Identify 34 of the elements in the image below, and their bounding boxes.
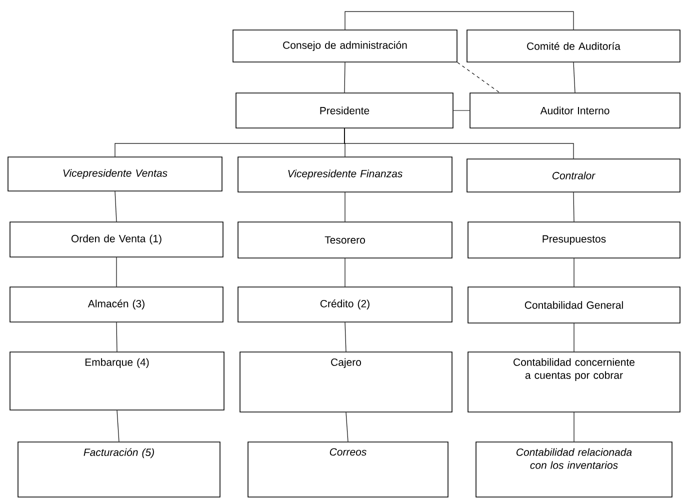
org-box: Almacén (3) xyxy=(10,286,224,322)
connector-line xyxy=(344,11,574,30)
org-box: Contabilidad relacionada con los inventarios xyxy=(476,442,672,498)
connector-line xyxy=(116,322,118,352)
connector-line xyxy=(344,128,574,159)
connector-line xyxy=(114,191,117,222)
dashed-line xyxy=(457,62,500,93)
connector-line xyxy=(116,257,117,287)
org-box: Contabilidad concerniente a cuentas por cobrar xyxy=(468,352,680,412)
org-box: Presidente xyxy=(236,92,454,128)
connector-line xyxy=(453,110,470,111)
connector-line xyxy=(344,322,346,352)
org-box: Cajero xyxy=(240,352,452,412)
connector-line xyxy=(344,192,346,222)
org-box: Vicepresidente Finanzas xyxy=(238,156,452,192)
org-box: Contabilidad General xyxy=(468,286,680,324)
org-box: Presupuestos xyxy=(468,222,680,258)
connector-line xyxy=(573,62,576,93)
connector-line xyxy=(573,192,574,222)
org-box: Orden de Venta (1) xyxy=(10,222,224,258)
org-box: Comité de Auditoría xyxy=(466,30,680,62)
org-box: Consejo de administración xyxy=(232,30,458,62)
org-box: Auditor Interno xyxy=(470,92,680,128)
connector-line xyxy=(116,410,120,442)
connector-line xyxy=(344,62,346,93)
org-box: Contralor xyxy=(466,158,680,192)
org-box: Crédito (2) xyxy=(238,286,452,322)
connector-line xyxy=(344,258,346,287)
org-box: Correos xyxy=(248,442,448,498)
org-box: Tesorero xyxy=(238,222,452,258)
org-box: Vicepresidente Ventas xyxy=(8,156,222,192)
org-box: Embarque (4) xyxy=(10,352,224,410)
org-box: Facturación (5) xyxy=(18,442,220,498)
connector-line xyxy=(346,412,348,442)
